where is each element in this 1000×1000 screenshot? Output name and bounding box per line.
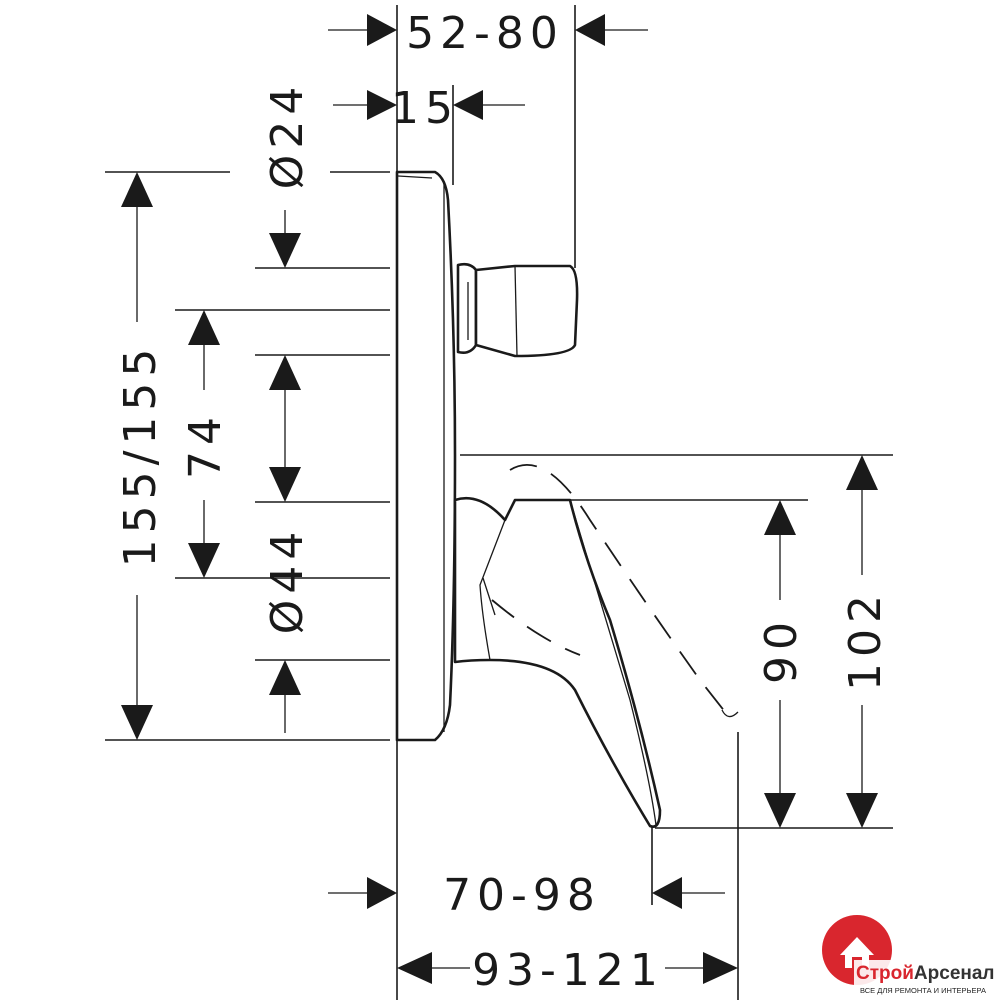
- dim-top-offset: 15: [391, 83, 459, 134]
- wall-plate: [395, 170, 457, 742]
- dim-spout-reach: 70-98: [443, 870, 601, 921]
- watermark-logo: СтройАрсенал ВСЕ ДЛЯ РЕМОНТА И ИНТЕРЬЕРА: [822, 915, 995, 995]
- handle-alternate-position: [509, 464, 731, 719]
- dimension-arrows: [121, 14, 878, 984]
- diverter-knob: [456, 262, 478, 354]
- extension-lines: [105, 5, 893, 1000]
- dim-top-diameter: Ø24: [262, 81, 313, 190]
- dim-total-height: 155/155: [115, 343, 166, 568]
- diverter-cap: [474, 264, 579, 358]
- dim-total-reach: 93-121: [472, 945, 664, 996]
- faucet-outline: [395, 170, 739, 828]
- dim-top-depth: 52-80: [406, 8, 564, 59]
- mixer-body: [453, 496, 662, 828]
- dim-bottom-diameter: Ø44: [262, 526, 313, 635]
- dim-spout-height: 90: [756, 616, 807, 684]
- logo-tagline: ВСЕ ДЛЯ РЕМОНТА И ИНТЕРЬЕРА: [860, 986, 986, 995]
- dim-center-distance: 74: [180, 411, 231, 479]
- dimension-labels: 52-80 15 Ø24 155/155 74 Ø44 90 102 70-98…: [115, 8, 891, 996]
- dim-overall-height: 102: [840, 589, 891, 691]
- logo-name: СтройАрсенал: [856, 963, 995, 984]
